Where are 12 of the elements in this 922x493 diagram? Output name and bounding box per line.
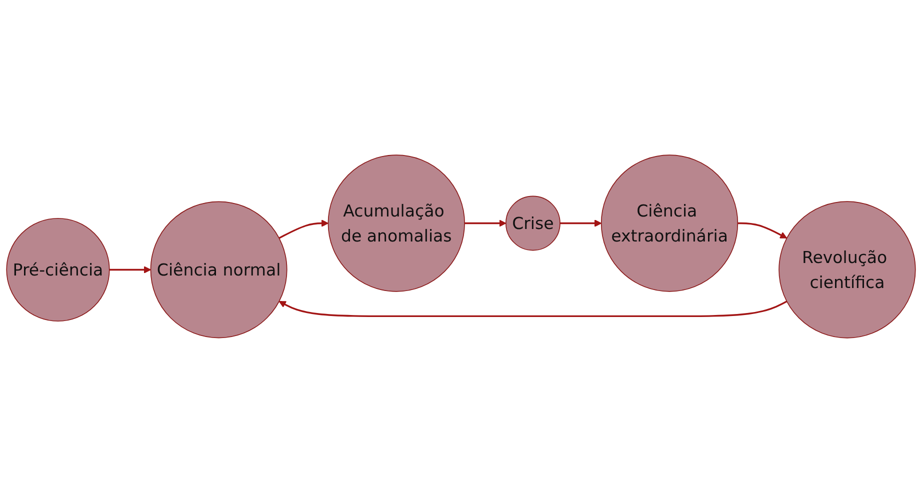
arrow [278,220,329,239]
node-circle: Crise [505,196,560,251]
node-circle: Ciência extraordinária [600,154,738,292]
node-circle: Pré-ciência [6,218,110,322]
arrow [109,266,152,274]
node-circle: Ciência normal [150,201,288,338]
arrow [464,220,506,227]
arrow [278,300,788,318]
node-circle: Revolução científica [778,201,916,338]
node-circle: Acumulação de anomalias [328,154,465,292]
arrow [560,220,602,227]
arrow [738,222,788,238]
